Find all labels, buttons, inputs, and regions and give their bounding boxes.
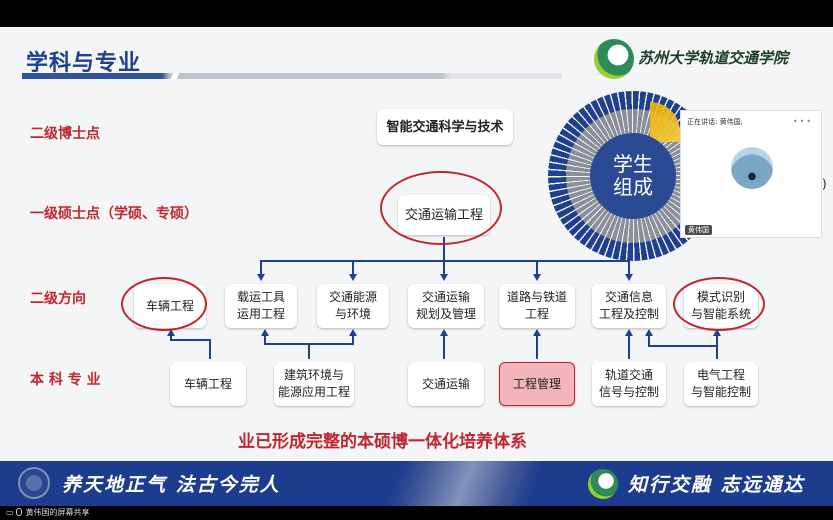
- connector-major-4: [536, 332, 538, 359]
- arrow-major-2-r: [349, 329, 357, 336]
- direction-label-4: 交通运输 规划及管理: [415, 290, 476, 321]
- connector-major-5: [628, 332, 630, 359]
- footer-decoration: [386, 461, 544, 506]
- title-underline: [22, 73, 562, 79]
- school-name: 苏州大学轨道交通学院: [638, 49, 789, 67]
- slide-title: 学科与专业: [26, 51, 142, 76]
- connector-major-3: [443, 332, 445, 359]
- level-undergrad: 本 科 专 业: [30, 372, 101, 388]
- level-master: 一级硕士点（学硕、专硕）: [30, 206, 198, 222]
- arrow-major-6-r: [713, 329, 721, 336]
- connector-major-6-l: [648, 332, 650, 347]
- direction-label-2: 载运工具 运用工程: [236, 290, 285, 321]
- connector-dir-2: [260, 260, 262, 276]
- screen-share-label: 黄伟国的屏幕共享: [25, 508, 90, 517]
- major-label-2: 建筑环境与 能源应用工程: [277, 368, 350, 399]
- direction-label-5: 道路与铁道 工程: [506, 290, 567, 321]
- doctor-node-label: 智能交通科学与技术: [386, 119, 504, 135]
- major-label-4: 工程管理: [512, 376, 561, 391]
- speaker-avatar: [731, 147, 773, 189]
- direction-node-4: 交通运输 规划及管理: [400, 278, 484, 328]
- summary-text: 业已形成完整的本硕博一体化培养体系: [238, 432, 527, 452]
- video-options-icon[interactable]: •••: [792, 117, 813, 126]
- arrow-major-1: [167, 329, 175, 336]
- arrow-dir-4: [440, 274, 448, 281]
- direction-node-5: 道路与铁道 工程: [491, 278, 575, 328]
- direction-node-3: 交通能源 与环境: [309, 278, 389, 328]
- motto-right: 知行交融 志远通达: [628, 474, 805, 496]
- university-emblem-icon: [18, 467, 50, 499]
- mic-icon: [15, 508, 22, 516]
- arrow-dir-5: [533, 274, 541, 281]
- master-node: 交通运输工程: [390, 189, 490, 235]
- direction-label-7: 模式识别 与智能系统: [690, 290, 751, 321]
- screen-share-bar: ▭ 黄伟国的屏幕共享: [0, 506, 833, 520]
- arrow-dir-2: [257, 274, 265, 281]
- top-black-bar: [0, 0, 833, 27]
- direction-node-2: 载运工具 运用工程: [217, 278, 297, 328]
- speaker-video-window[interactable]: 正在讲话: 黄伟国; ••• 黄伟国: [680, 110, 822, 238]
- motto-left: 养天地正气 法古今完人: [62, 474, 281, 496]
- major-node-4: 工程管理: [492, 357, 575, 406]
- major-label-3: 交通运输: [421, 376, 470, 391]
- connector-dir-3: [352, 260, 354, 276]
- major-label-1: 车辆工程: [183, 376, 232, 391]
- doctor-node: 智能交通科学与技术: [369, 103, 513, 145]
- presentation-slide: 学科与专业 苏州大学轨道交通学院 二级博士点 一级硕士点（学硕、专硕） 二级方向…: [0, 27, 833, 506]
- connector-major-6-h: [648, 345, 718, 347]
- school-logo-icon: [594, 39, 634, 79]
- connector-dir-6: [628, 260, 630, 276]
- connector-major-6: [716, 332, 718, 359]
- arrow-dir-6: [625, 274, 633, 281]
- arrow-major-6-l: [645, 329, 653, 336]
- arrow-major-4: [533, 329, 541, 336]
- level-direction: 二级方向: [30, 291, 86, 307]
- screen-share-icon: ▭: [6, 508, 14, 517]
- connector-major-2: [308, 343, 310, 359]
- donut-center: 学生 组成: [590, 133, 676, 219]
- major-node-3: 交通运输: [400, 356, 484, 406]
- arrow-dir-3: [349, 274, 357, 281]
- connector-major-1-h: [170, 339, 210, 341]
- slide-footer: 养天地正气 法古今完人 知行交融 志远通达: [0, 461, 833, 506]
- connector-dir-4: [443, 260, 445, 276]
- arrow-major-2-l: [261, 329, 269, 336]
- connector-major-1: [209, 339, 211, 359]
- participant-name: 黄伟国: [685, 225, 712, 235]
- major-label-6: 电气工程 与智能控制: [690, 368, 751, 399]
- major-node-6: 电气工程 与智能控制: [676, 356, 758, 406]
- direction-label-1: 车辆工程: [145, 298, 194, 313]
- arrow-major-3: [440, 329, 448, 336]
- major-label-5: 轨道交通 信号与控制: [598, 368, 659, 399]
- speaking-indicator: 正在讲话: 黄伟国;: [687, 118, 743, 126]
- connector-major-2-l: [264, 332, 266, 345]
- donut-center-label: 学生 组成: [613, 152, 653, 199]
- connector-horizontal: [260, 260, 630, 262]
- major-node-2: 建筑环境与 能源应用工程: [266, 356, 354, 406]
- connector-master-down: [443, 237, 445, 261]
- direction-node-1: 车辆工程: [126, 278, 206, 328]
- major-node-1: 车辆工程: [162, 356, 246, 406]
- direction-label-6: 交通信息 工程及控制: [598, 290, 659, 321]
- arrow-major-5: [625, 329, 633, 336]
- master-node-label: 交通运输工程: [404, 207, 483, 223]
- connector-major-1-up: [170, 332, 172, 341]
- direction-label-3: 交通能源 与环境: [328, 290, 377, 321]
- cropped-side-text: ): [822, 177, 827, 191]
- school-logo-footer-icon: [588, 469, 618, 499]
- connector-major-2-r: [352, 332, 354, 345]
- direction-node-7: 模式识别 与智能系统: [676, 278, 758, 328]
- direction-node-6: 交通信息 工程及控制: [584, 278, 666, 328]
- level-doctor: 二级博士点: [30, 126, 100, 142]
- major-node-5: 轨道交通 信号与控制: [584, 356, 666, 406]
- connector-dir-5: [536, 260, 538, 276]
